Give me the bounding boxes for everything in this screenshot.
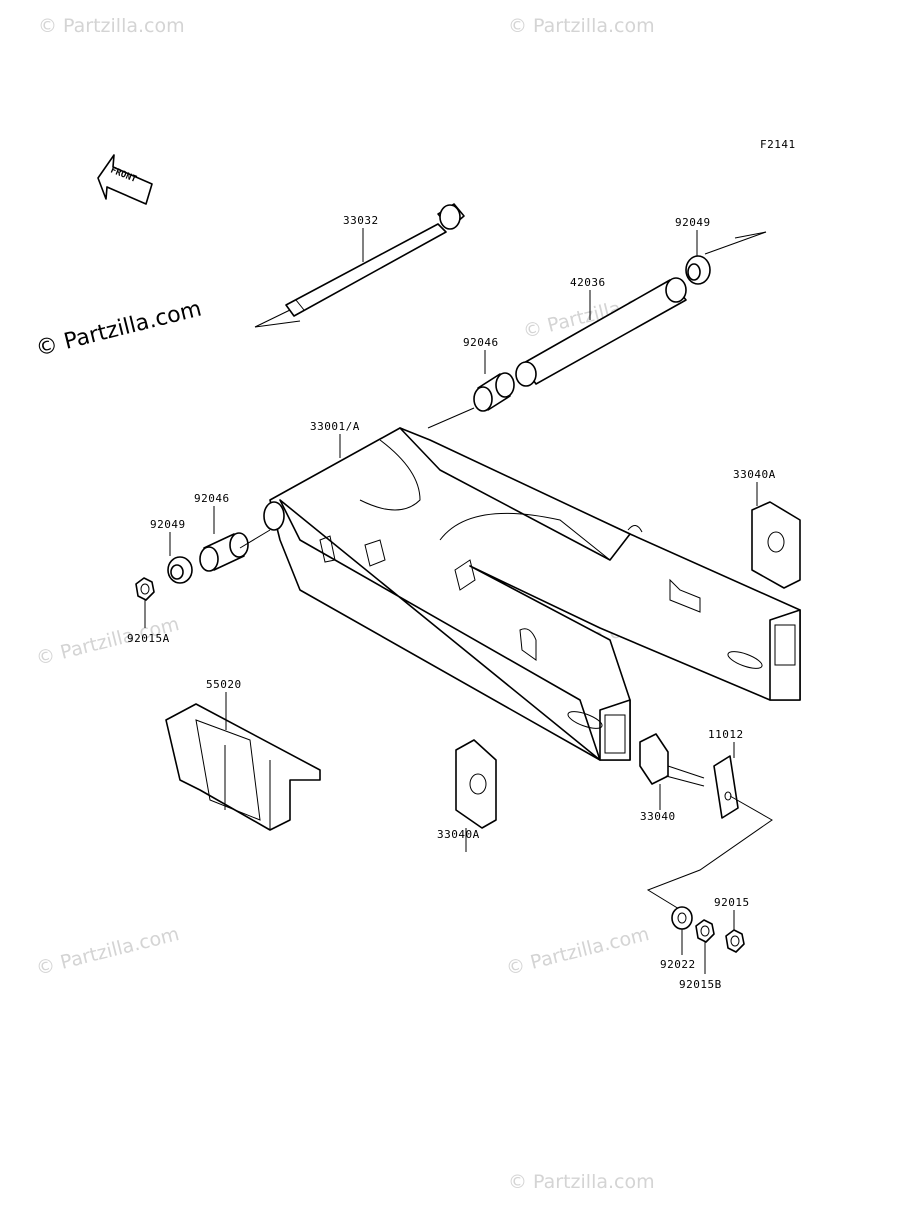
watermark: © Partzilla.com	[504, 923, 652, 980]
axis-lines	[254, 231, 767, 429]
washer	[671, 906, 693, 930]
part-label-33040A: 33040A	[733, 468, 776, 481]
bearing-right	[473, 372, 515, 412]
part-label-33032: 33032	[343, 214, 379, 227]
seal-left	[167, 556, 193, 584]
adjuster-block	[713, 755, 739, 819]
part-label-92022: 92022	[660, 958, 696, 971]
part-label-92015A: 92015A	[127, 632, 170, 645]
figure-code: F2141	[760, 138, 796, 151]
chain-adjuster-plate-left	[455, 739, 497, 829]
part-label-42036: 42036	[570, 276, 606, 289]
part-label-92049-left: 92049	[150, 518, 186, 531]
pipe	[515, 277, 687, 387]
watermark: © Partzilla.com	[38, 15, 185, 37]
chain-adjuster-plate-right	[751, 501, 801, 589]
bearing-left	[199, 532, 249, 572]
watermark: © Partzilla.com	[34, 923, 182, 980]
front-arrow-icon: FRONT	[97, 154, 153, 205]
part-label-33040A-left: 33040A	[437, 828, 480, 841]
part-label-92046: 92046	[463, 336, 499, 349]
part-label-55020: 55020	[206, 678, 242, 691]
watermark-main: © Partzilla.com	[33, 296, 204, 361]
lock-nut	[695, 919, 715, 943]
part-label-11012: 11012	[708, 728, 744, 741]
part-label-92046-left: 92046	[194, 492, 230, 505]
chain-adjuster-bolt	[639, 733, 705, 787]
part-label-33001A: 33001/A	[310, 420, 360, 433]
watermark: © Partzilla.com	[508, 1171, 655, 1193]
pivot-shaft	[285, 203, 465, 317]
part-label-33040: 33040	[640, 810, 676, 823]
nut	[725, 929, 745, 953]
seal-right	[685, 255, 711, 285]
chain-guard	[165, 703, 321, 831]
part-label-92049: 92049	[675, 216, 711, 229]
watermark: © Partzilla.com	[508, 15, 655, 37]
swingarm	[263, 427, 801, 761]
nut-left	[135, 577, 155, 601]
part-label-92015B: 92015B	[679, 978, 722, 991]
part-label-92015: 92015	[714, 896, 750, 909]
